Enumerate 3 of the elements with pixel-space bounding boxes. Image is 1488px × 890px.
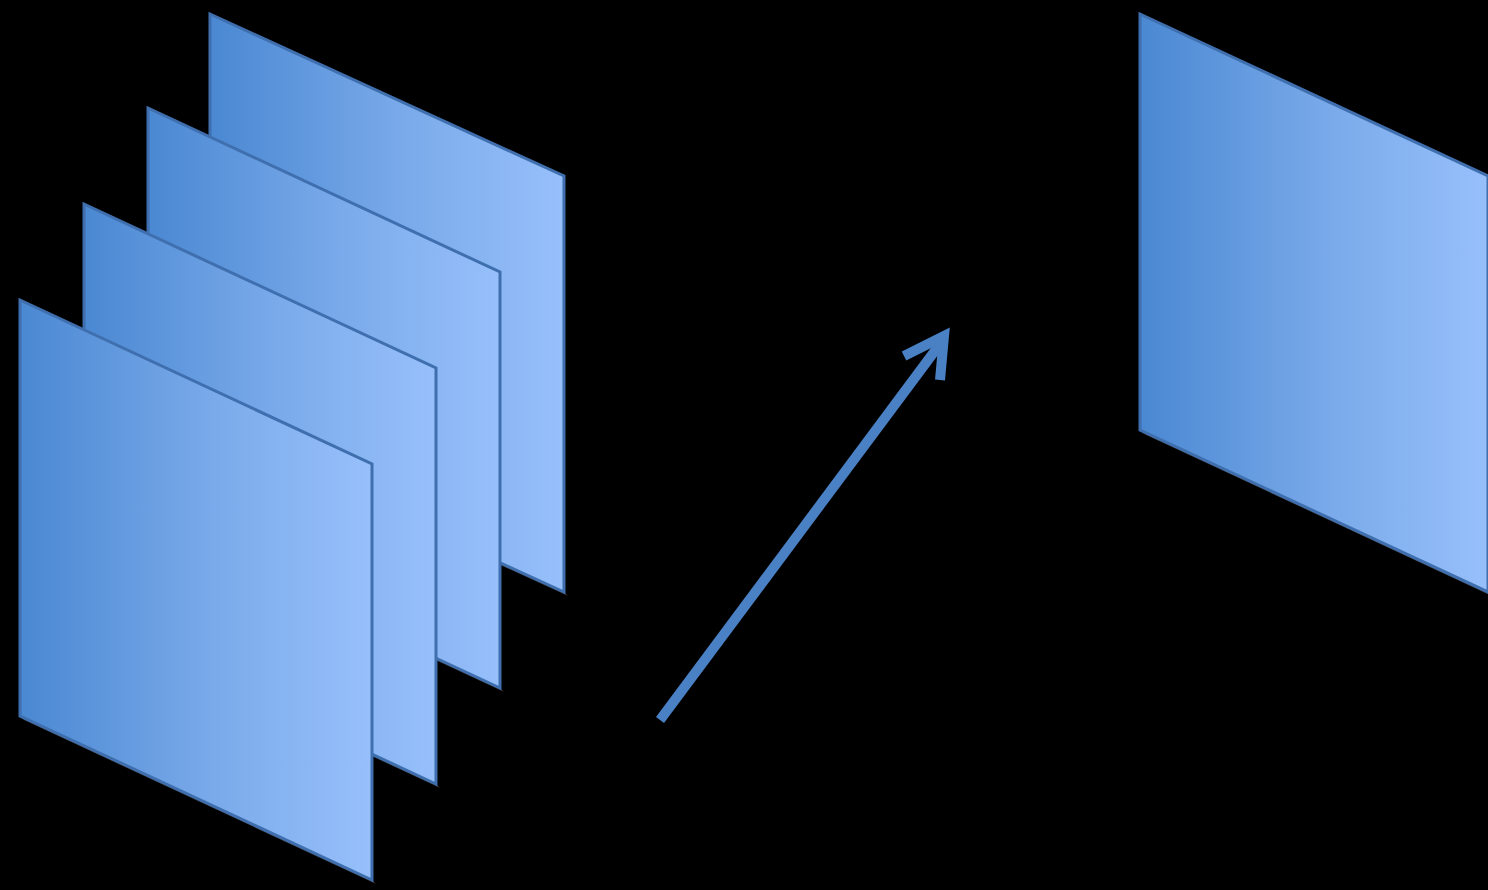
layer-panel [20,300,372,880]
layer-panel [210,14,564,592]
layer-panel [1140,14,1488,592]
